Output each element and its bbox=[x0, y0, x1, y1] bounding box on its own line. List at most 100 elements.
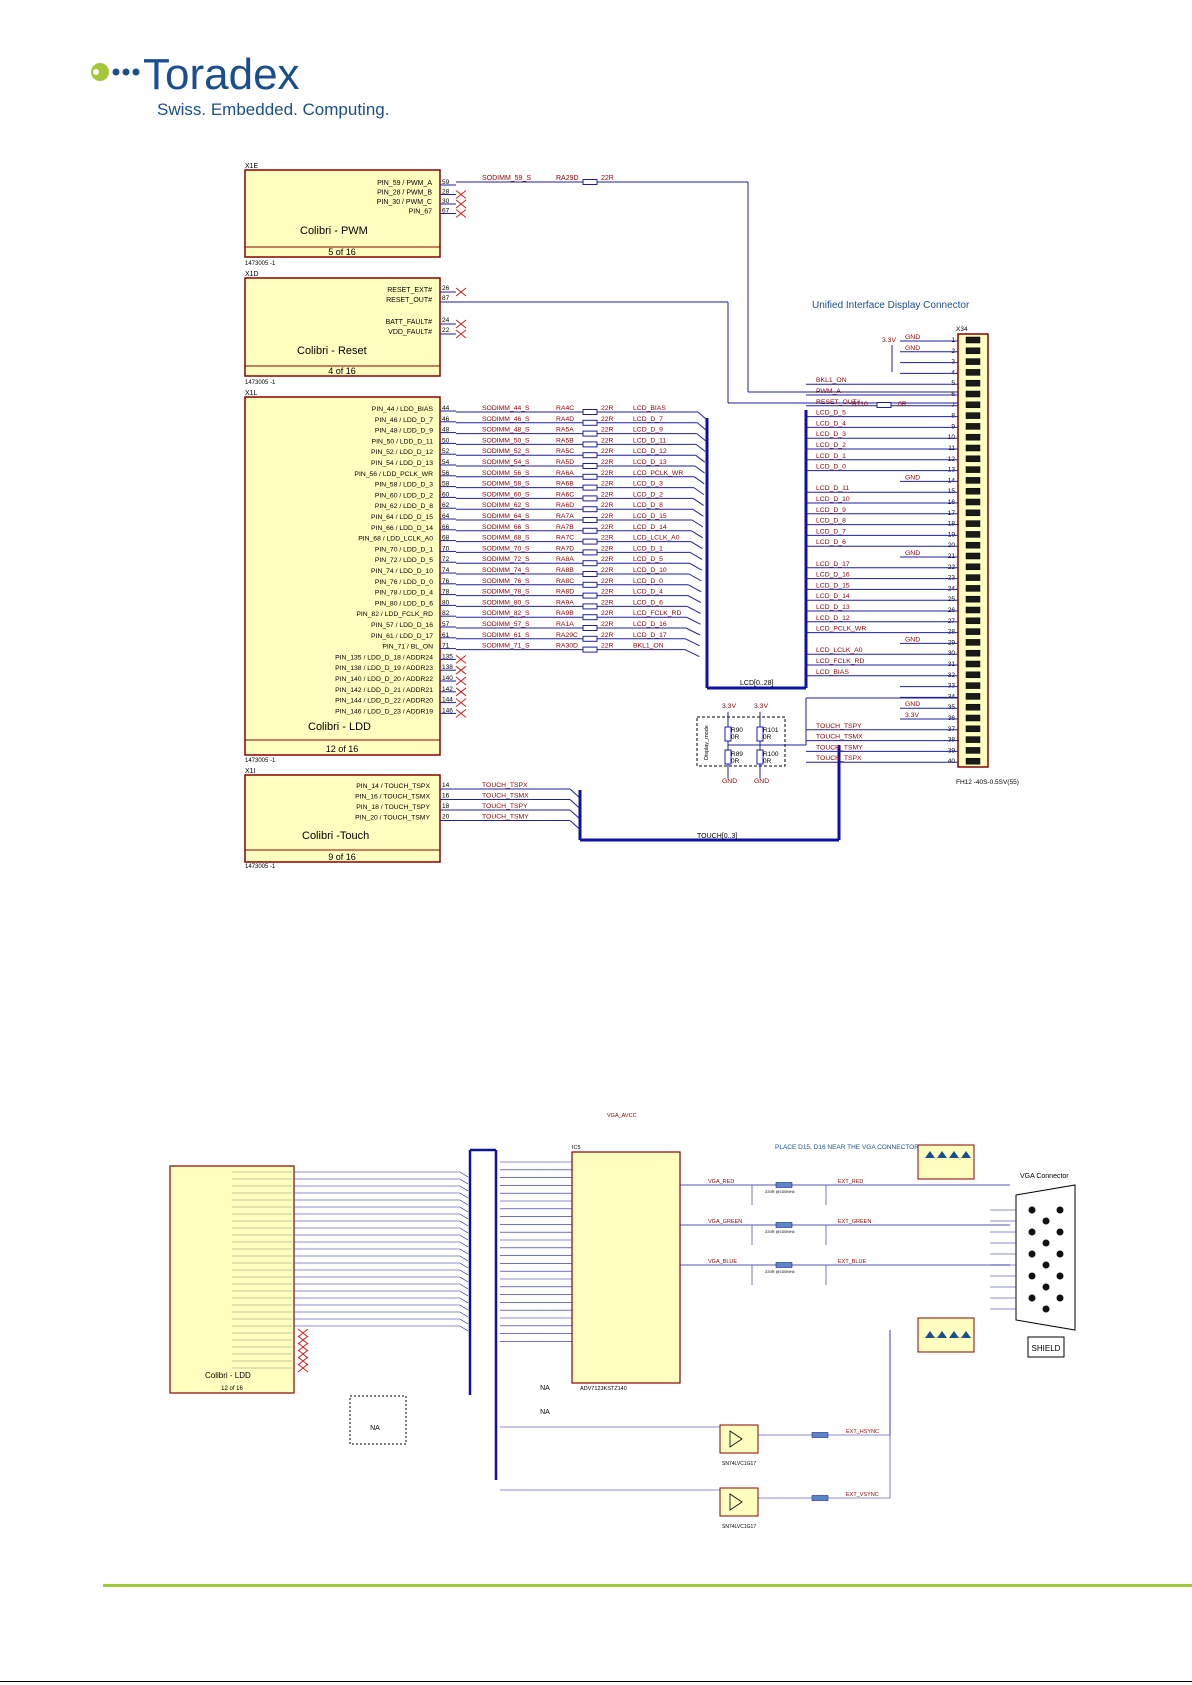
ldd-net-label: SODIMM_66_S bbox=[482, 524, 530, 531]
ldd-resistor bbox=[582, 463, 598, 469]
ldd-pin-label: PIN_57 / LDD_D_16 bbox=[371, 622, 433, 629]
no-connect-icon bbox=[455, 329, 467, 339]
ldd-resistor bbox=[582, 581, 598, 588]
ldd-resistor bbox=[582, 452, 598, 459]
pwm-resistor-value: 22R bbox=[601, 175, 614, 182]
vga-bus-entry bbox=[459, 1311, 469, 1318]
connector-pin-pad bbox=[965, 563, 981, 571]
ldd-pin-label: PIN_135 / LDD_D_18 / ADDR24 bbox=[335, 654, 433, 661]
ldd-pin-number: 146 bbox=[442, 707, 453, 714]
ldd-part-body bbox=[244, 396, 441, 756]
r110-value: 0R bbox=[898, 401, 907, 408]
sync-ferrite bbox=[811, 1432, 829, 1438]
connector-signal-label: LCD_D_4 bbox=[816, 420, 846, 427]
ldd-pin-number: 135 bbox=[442, 653, 453, 660]
ldd-signal-label: LCD_D_7 bbox=[633, 416, 663, 423]
ldd-pin-label: PIN_72 / LDD_D_5 bbox=[375, 557, 433, 564]
pwm-part-title: Colibri - PWM bbox=[300, 225, 368, 237]
touch-pin-label: PIN_18 / TOUCH_TSPY bbox=[356, 804, 430, 811]
r110-resistor bbox=[876, 402, 892, 408]
ldd-bus-entry bbox=[689, 562, 703, 571]
ldd-bus-entry bbox=[694, 476, 705, 485]
vga-connector-pin bbox=[1056, 1206, 1064, 1214]
ldd-pin-number: 56 bbox=[442, 470, 450, 477]
ldd-pin-label: PIN_48 / LDD_D_9 bbox=[375, 428, 433, 435]
ldd-resistor bbox=[582, 635, 598, 642]
ldd-pin-number: 57 bbox=[442, 621, 450, 628]
ldd-signal-label: LCD_D_15 bbox=[633, 513, 667, 520]
strap-r101-value: 0R bbox=[763, 734, 772, 741]
vga-ferrite-value: 220R @100MHz bbox=[765, 1229, 795, 1234]
ldd-bus-entry bbox=[686, 605, 701, 614]
touch-pin-number: 16 bbox=[442, 793, 450, 800]
connector-pin-pad bbox=[965, 552, 981, 560]
ldd-resistor-value: 22R bbox=[601, 524, 614, 531]
ldd-net-label: SODIMM_61_S bbox=[482, 632, 530, 639]
ldd-pin-number: 80 bbox=[442, 599, 450, 606]
vga-connector-pin bbox=[1056, 1294, 1064, 1302]
connector-supply-label: GND bbox=[905, 474, 920, 481]
ldd-pin-number: 62 bbox=[442, 502, 450, 509]
ldd-pin-label: PIN_68 / LDD_LCLK_A0 bbox=[358, 536, 433, 543]
ldd-bus-entry bbox=[694, 465, 705, 474]
ldd-pin-number: 78 bbox=[442, 589, 450, 596]
ldd-resistor bbox=[582, 473, 598, 480]
touch-signal-label: TOUCH_TSMX bbox=[482, 793, 529, 800]
ldd-pin-number: 44 bbox=[442, 405, 450, 412]
ldd-resistor-ref: RA8A bbox=[556, 556, 574, 563]
vga-connector-shell bbox=[1015, 1184, 1076, 1331]
no-connect-icon bbox=[455, 709, 467, 718]
ldd-resistor-value: 22R bbox=[601, 578, 614, 585]
strap-r101: R101 bbox=[763, 727, 779, 734]
vga-connector-pin bbox=[1042, 1305, 1050, 1313]
ldd-resistor-value: 22R bbox=[601, 589, 614, 596]
touch-part-page: 9 of 16 bbox=[328, 852, 356, 862]
connector-signal-label: LCD_D_12 bbox=[816, 615, 850, 622]
ldd-bus-entry bbox=[689, 551, 703, 560]
ldd-bus-entry bbox=[691, 519, 704, 528]
touch-pin-number: 14 bbox=[442, 782, 450, 789]
ldd-resistor-ref: RA7D bbox=[556, 545, 574, 552]
ldd-pin-number: 140 bbox=[442, 675, 453, 682]
ldd-bus-entry bbox=[693, 487, 705, 496]
ldd-pin-label: PIN_140 / LDD_D_20 / ADDR22 bbox=[335, 676, 433, 683]
esd-diode-icon bbox=[961, 1151, 971, 1158]
ldd-pin-number: 74 bbox=[442, 567, 450, 574]
strap-r100: R100 bbox=[763, 751, 779, 758]
ldd-net-label: SODIMM_76_S bbox=[482, 578, 530, 585]
dac-ic-part: ADV7123KSTZ140 bbox=[580, 1386, 627, 1392]
vga-ext-signal: EXT_RED bbox=[838, 1179, 863, 1185]
touch-signal-label: TOUCH_TSPY bbox=[482, 803, 528, 810]
ldd-resistor bbox=[582, 614, 598, 621]
touch-bus-entry bbox=[569, 809, 581, 820]
pwm-pin-number: 28 bbox=[442, 189, 450, 196]
ldd-resistor-value: 22R bbox=[601, 416, 614, 423]
connector-pin-pad bbox=[965, 520, 981, 527]
vga-connector-pin bbox=[1028, 1206, 1036, 1214]
ldd-pin-number: 52 bbox=[442, 448, 450, 455]
ldd-bus-entry bbox=[685, 638, 700, 647]
ldd-resistor-value: 22R bbox=[601, 599, 614, 606]
connector-supply-3v3: 3.3V bbox=[882, 337, 896, 344]
connector-pin-pad bbox=[965, 358, 981, 365]
connector-pin-pad bbox=[965, 401, 981, 409]
buffer-icon bbox=[729, 1493, 743, 1511]
ldd-resistor-ref: RA30D bbox=[556, 643, 578, 650]
ldd-signal-label: LCD_D_12 bbox=[633, 448, 667, 455]
ldd-signal-label: LCD_D_8 bbox=[633, 502, 663, 509]
connector-pin-pad bbox=[965, 606, 981, 614]
ldd-resistor-ref: RA6C bbox=[556, 491, 574, 498]
ldd-resistor bbox=[582, 560, 598, 567]
vga-supply-label: VGA_AVCC bbox=[607, 1113, 637, 1119]
ldd-resistor-ref: RA7A bbox=[556, 513, 574, 520]
ldd-resistor-value: 22R bbox=[601, 621, 614, 628]
ldd-resistor-ref: RA9B bbox=[556, 610, 574, 617]
vga-bus-entry bbox=[459, 1199, 469, 1206]
ldd-pin-number: 66 bbox=[442, 524, 450, 531]
ldd-bus-entry bbox=[696, 433, 706, 441]
pwm-pin-label: PIN_28 / PWM_B bbox=[377, 190, 432, 197]
ldd-pin-number: 138 bbox=[442, 664, 453, 671]
ldd-resistor-value: 22R bbox=[601, 427, 614, 434]
vga-bus-entry bbox=[459, 1227, 469, 1234]
pwm-pin-number: 59 bbox=[442, 179, 450, 186]
